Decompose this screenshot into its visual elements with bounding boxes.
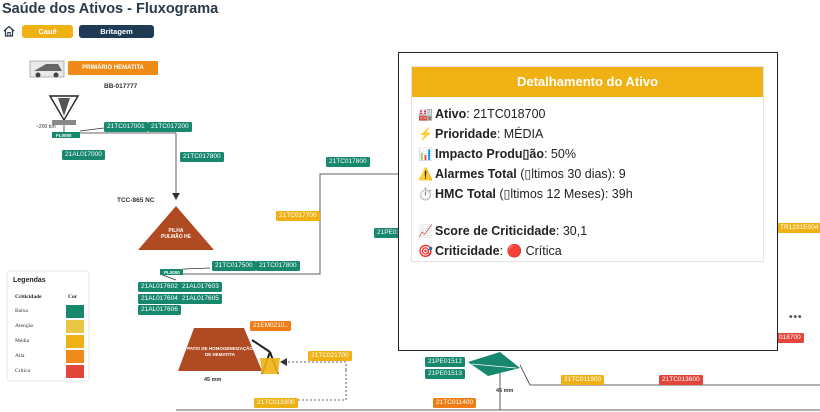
- yard-label: PATIO DE HOMOGENEIZAÇÃO DE HEMATITA: [187, 346, 253, 357]
- home-icon[interactable]: [2, 24, 16, 38]
- legend-swatch: [66, 365, 84, 378]
- impacto-label: Impacto Produ▯ão: [435, 147, 544, 161]
- prioridade-row: ⚡Prioridade: MÉDIA: [418, 124, 543, 144]
- asset-tag[interactable]: 21TC017800: [180, 152, 224, 162]
- warning-icon: ⚠️: [418, 167, 433, 181]
- asset-tag[interactable]: 21PE01513: [425, 369, 465, 379]
- legend-row: Atenção: [8, 319, 88, 334]
- stockpile-code: TCC-865 NC: [117, 197, 155, 204]
- legend-swatch: [66, 335, 84, 348]
- asset-tag[interactable]: 21AL017603: [179, 282, 222, 292]
- legend-swatch: [66, 350, 84, 363]
- truck-icon: [29, 60, 65, 78]
- asset-tag[interactable]: 018700: [776, 333, 804, 343]
- modal-title: Detalhamento do Ativo: [412, 67, 763, 97]
- equipment-code: BB-017777: [104, 83, 138, 90]
- asset-tag[interactable]: 21AL017604: [138, 294, 181, 304]
- asset-tag[interactable]: 21TC017800: [326, 157, 370, 167]
- more-options-icon[interactable]: •••: [789, 312, 803, 323]
- legend-row: Crítica: [8, 364, 88, 379]
- asset-tag[interactable]: 21TC017200: [148, 122, 192, 132]
- criticidade-label: Criticidade: [435, 244, 500, 258]
- legend-title: Legendas: [13, 277, 46, 284]
- asset-tag[interactable]: 21PE01: [374, 228, 404, 238]
- legend: Legendas Criticidade Cor Baixa Atenção M…: [8, 272, 88, 380]
- yard-icon: [178, 328, 262, 371]
- screen-size: 45 mm: [496, 388, 514, 394]
- breadcrumb-area[interactable]: Britagem: [79, 24, 154, 38]
- prioridade-value: : MÉDIA: [496, 127, 544, 141]
- stopwatch-icon: ⏱️: [418, 187, 433, 201]
- asset-tag[interactable]: 21AL017602: [138, 282, 181, 292]
- asset-tag[interactable]: 21TC011400: [433, 398, 477, 408]
- asset-tag[interactable]: 21TC011900: [561, 375, 605, 385]
- criticidade-row: 🎯Criticidade: 🔴 Crítica: [418, 241, 562, 261]
- asset-tag[interactable]: TR1231E004: [777, 223, 820, 233]
- asset-tag[interactable]: 21EM0210..: [250, 321, 292, 331]
- asset-tag[interactable]: 21TC017001: [104, 122, 148, 132]
- stockpile-icon: [138, 206, 214, 250]
- feeder2-icon: [160, 269, 183, 275]
- legend-row: Média: [8, 334, 88, 349]
- asset-tag[interactable]: 21TC013600: [659, 375, 703, 385]
- breadcrumb-site[interactable]: Cauê: [22, 24, 73, 38]
- score-label: Score de Criticidade: [435, 224, 556, 238]
- impacto-value: : 50%: [543, 147, 576, 161]
- asset-tag[interactable]: 21TC021700: [308, 351, 352, 361]
- impacto-row: 📊Impacto Produ▯ão: 50%: [418, 144, 576, 164]
- score-value: : 30,1: [555, 224, 588, 238]
- page-title: Saúde dos Ativos - Fluxograma: [2, 1, 219, 17]
- hmc-row: ⏱️HMC Total (▯ltimos 12 Meses): 39h: [418, 184, 633, 204]
- legend-header-criticidade: Criticidade: [15, 294, 42, 300]
- chart-icon: 📊: [418, 147, 433, 161]
- feeder-icon: [52, 132, 80, 138]
- crusher-icon: [48, 95, 80, 125]
- alarmes-row: ⚠️Alarmes Total (▯ltimos 30 dias): 9: [418, 164, 626, 184]
- alarmes-value: (▯ltimos 30 dias): 9: [516, 167, 626, 181]
- legend-header-cor: Cor: [68, 294, 78, 300]
- asset-detail-card: Detalhamento do Ativo 🏭Ativo: 21TC018700…: [411, 66, 764, 262]
- asset-tag[interactable]: 21TC017700: [276, 211, 320, 221]
- asset-tag[interactable]: 21AL017605: [179, 294, 222, 304]
- capacity-label: ~200 ton: [36, 124, 56, 130]
- lightning-icon: ⚡: [418, 127, 433, 141]
- asset-tag[interactable]: 21TC017500: [212, 261, 256, 271]
- legend-name: Alta: [15, 353, 25, 359]
- legend-row: Baixa: [8, 304, 88, 319]
- screen-icon: [468, 352, 520, 376]
- target-icon: 🎯: [418, 244, 433, 258]
- asset-tag[interactable]: 21PE01512: [425, 357, 465, 367]
- trend-icon: 📈: [418, 224, 433, 238]
- legend-name: Baixa: [15, 308, 28, 314]
- asset-tag[interactable]: 21AL017606: [138, 305, 181, 315]
- hmc-value: (▯ltimos 12 Meses): 39h: [495, 187, 633, 201]
- ativo-row: 🏭Ativo: 21TC018700: [418, 104, 545, 124]
- score-row: 📈Score de Criticidade: 30,1: [418, 221, 587, 241]
- asset-tag[interactable]: 21AL017000: [62, 150, 105, 160]
- primary-banner: PRIMÁRIO HEMATITA: [68, 61, 158, 75]
- criticidade-value: : 🔴 Crítica: [499, 244, 562, 258]
- stockpile-label: PILHA PULMÃO HE: [161, 228, 191, 240]
- breadcrumb: Cauê Britagem: [2, 23, 154, 39]
- asset-detail-modal: Detalhamento do Ativo 🏭Ativo: 21TC018700…: [398, 52, 778, 351]
- legend-swatch: [66, 320, 84, 333]
- legend-name: Crítica: [15, 368, 30, 374]
- yard-size: 45 mm: [204, 377, 222, 383]
- factory-icon: 🏭: [418, 107, 433, 121]
- ativo-value: : 21TC018700: [466, 107, 546, 121]
- flowchart-lines: [29, 60, 820, 411]
- feeder-label: FL0000: [56, 133, 72, 138]
- prioridade-label: Prioridade: [435, 127, 497, 141]
- flowchart: PRIMÁRIO HEMATITA BB-017777 ~200 ton FL0…: [0, 40, 820, 412]
- asset-tag[interactable]: 21TC017800: [256, 261, 300, 271]
- ativo-label: Ativo: [435, 107, 467, 121]
- legend-name: Média: [15, 338, 30, 344]
- legend-row: Alta: [8, 349, 88, 364]
- hmc-label: HMC Total: [435, 187, 496, 201]
- legend-swatch: [66, 305, 84, 318]
- asset-tag[interactable]: 21TC013300: [254, 398, 298, 408]
- alarmes-label: Alarmes Total: [435, 167, 517, 181]
- legend-name: Atenção: [15, 323, 34, 329]
- feeder2-label: PL0000: [164, 270, 180, 275]
